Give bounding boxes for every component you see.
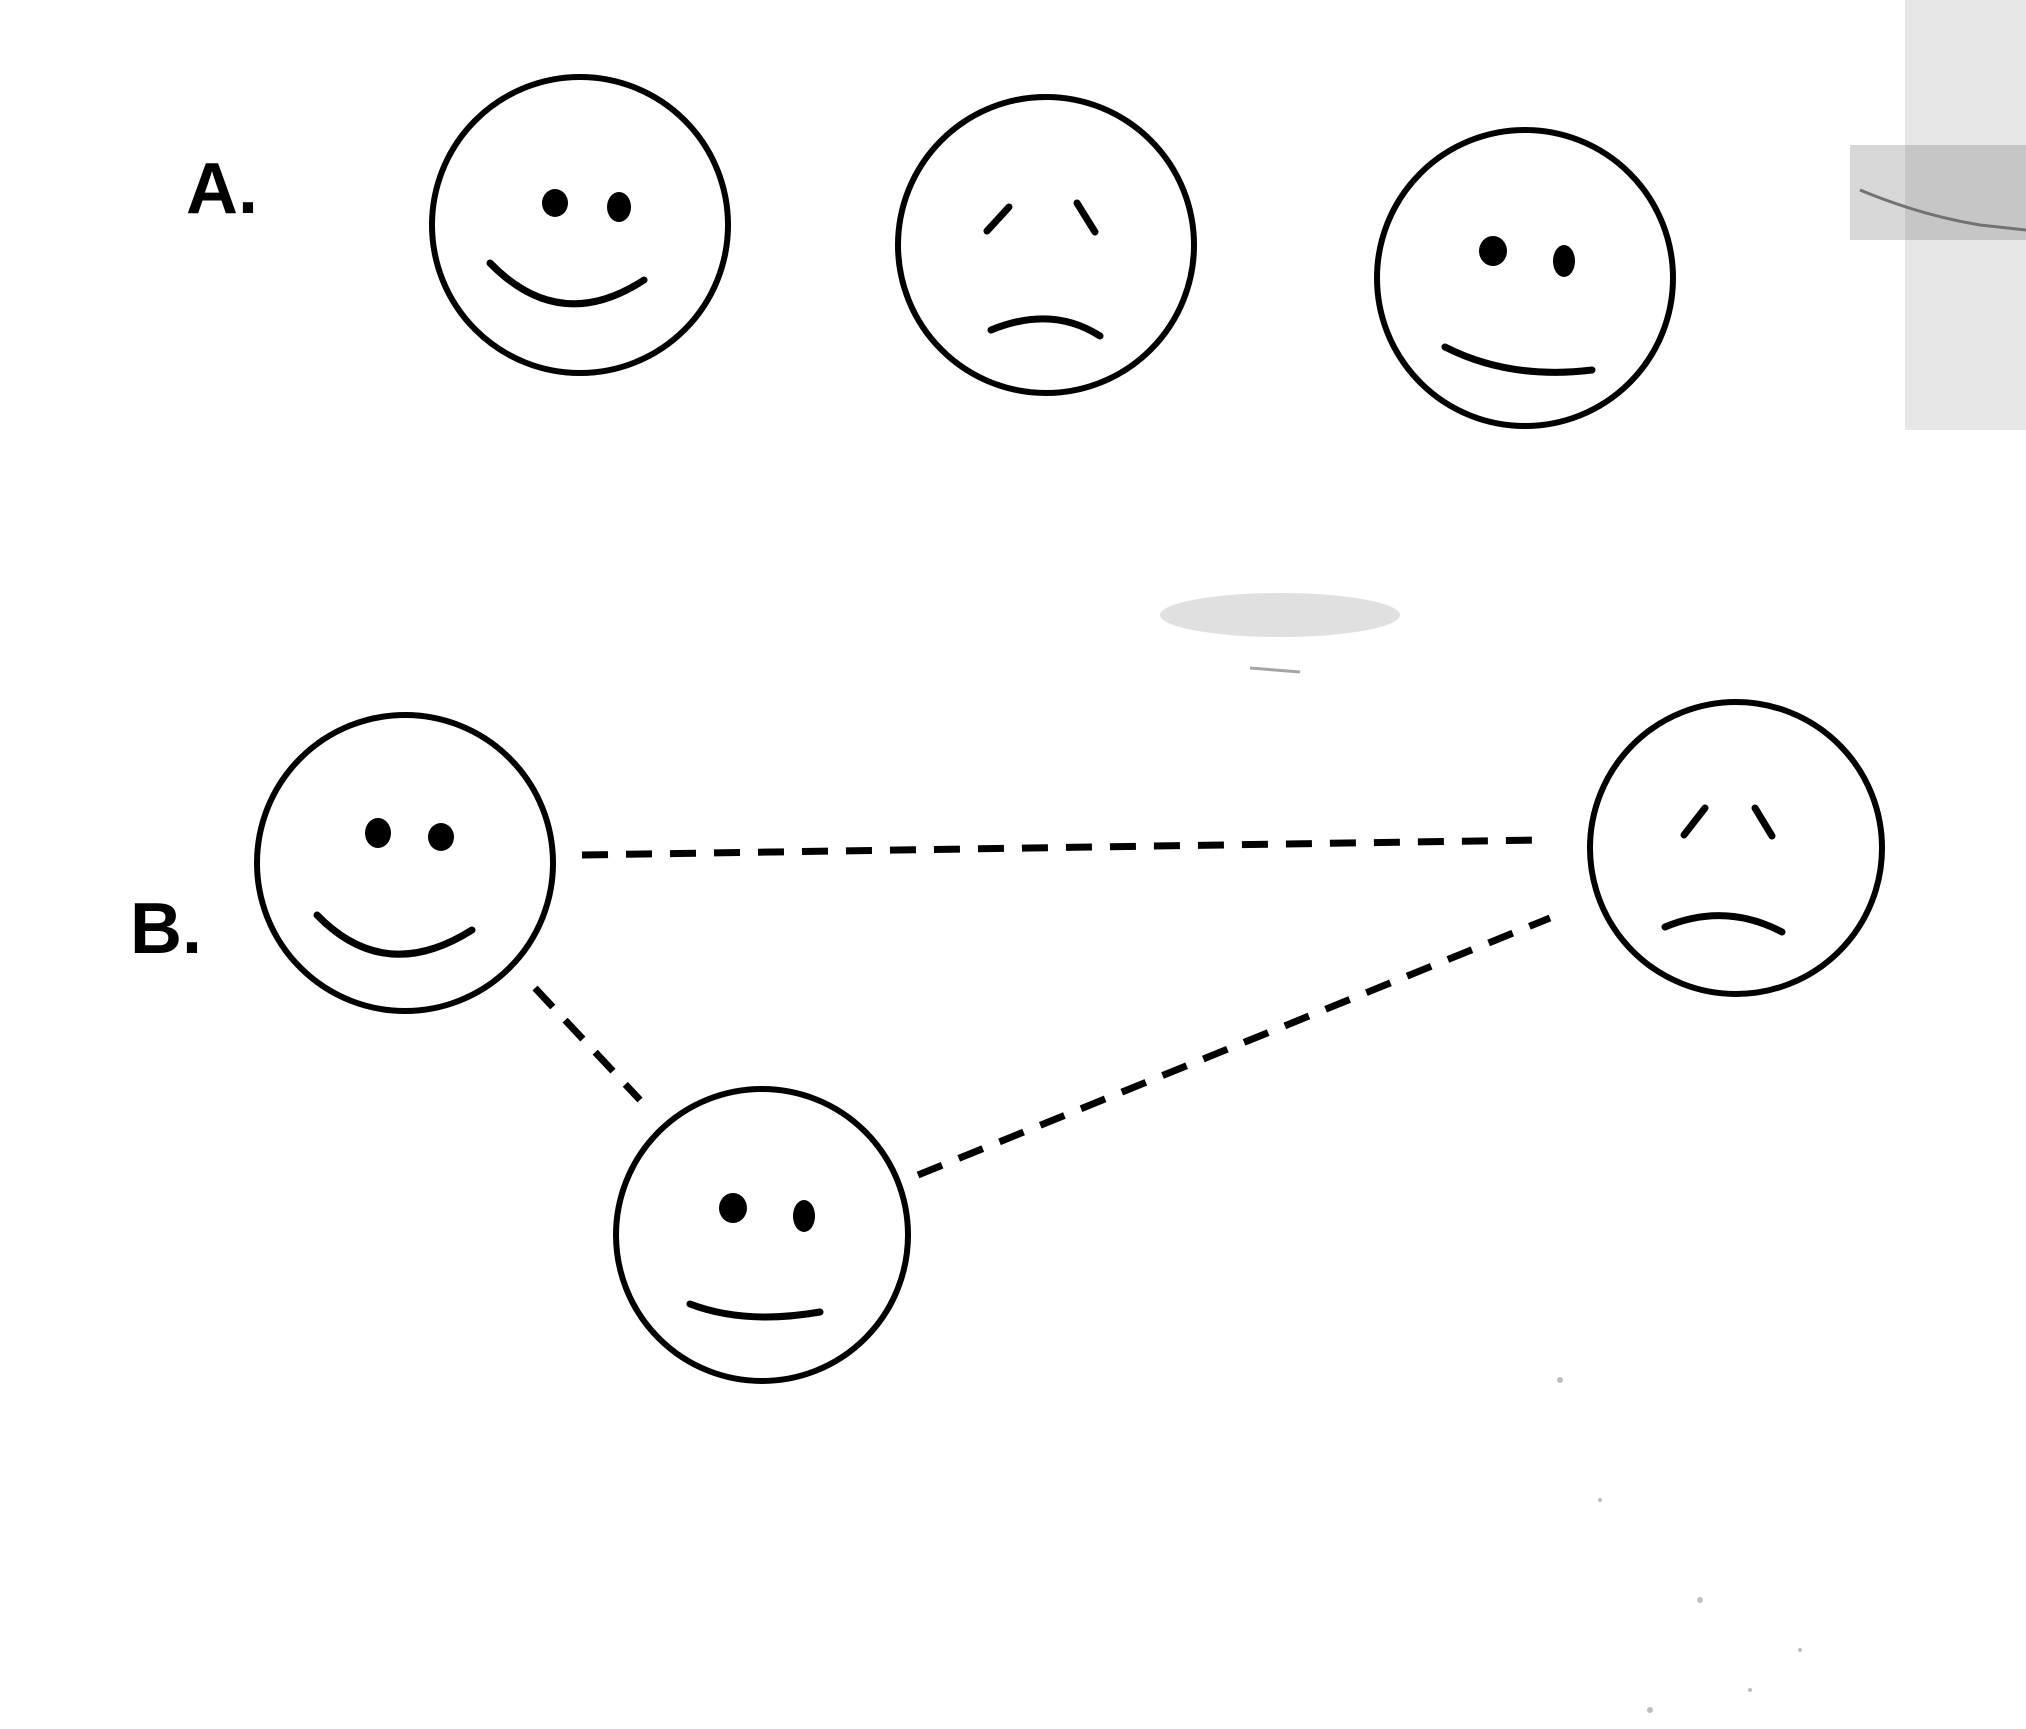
center-scan-smudge — [1160, 593, 1400, 674]
panel-b-sad-face — [1587, 699, 1885, 997]
left-brow-eye — [1680, 804, 1709, 839]
face-outline — [1587, 699, 1885, 997]
panel-b-label: B. — [130, 889, 202, 969]
right-eye — [607, 192, 631, 222]
relationship-links — [532, 836, 1552, 1179]
right-brow-eye — [1751, 804, 1776, 840]
right-brow-eye — [1073, 199, 1099, 236]
left-eye — [1479, 236, 1507, 266]
link-happy-neutral — [532, 985, 643, 1103]
slight-smile-mouth — [1441, 343, 1596, 376]
panel-b-happy-face — [254, 712, 556, 1014]
face-outline — [429, 74, 731, 376]
face-outline — [895, 94, 1197, 396]
panel-b: B. — [130, 699, 1885, 1384]
smile-mouth — [313, 911, 476, 958]
right-eye — [428, 823, 454, 851]
panel-a-sad-face — [895, 94, 1197, 396]
face-outline — [1374, 127, 1676, 429]
link-neutral-sad — [916, 914, 1552, 1179]
frown-mouth — [1661, 912, 1786, 936]
right-eye — [793, 1200, 815, 1232]
slight-smile-mouth — [686, 1300, 824, 1321]
face-outline — [254, 712, 556, 1014]
smile-mouth — [486, 259, 648, 308]
panel-a: A. — [186, 74, 1676, 429]
left-eye — [719, 1193, 747, 1223]
left-eye — [542, 189, 568, 217]
scan-artifacts — [1160, 0, 2026, 1713]
face-outline — [613, 1086, 911, 1384]
link-happy-sad — [581, 836, 1541, 859]
right-eye — [1553, 245, 1575, 277]
left-brow-eye — [983, 203, 1013, 235]
panel-a-happy-face — [429, 74, 731, 376]
frown-mouth — [987, 315, 1104, 340]
panel-a-neutral-face — [1374, 127, 1676, 429]
panel-a-label: A. — [186, 149, 258, 229]
bottom-scan-speckle — [1557, 1377, 1802, 1713]
panel-b-neutral-face — [613, 1086, 911, 1384]
corner-scan-smudge — [1850, 0, 2026, 430]
left-eye — [365, 818, 391, 848]
